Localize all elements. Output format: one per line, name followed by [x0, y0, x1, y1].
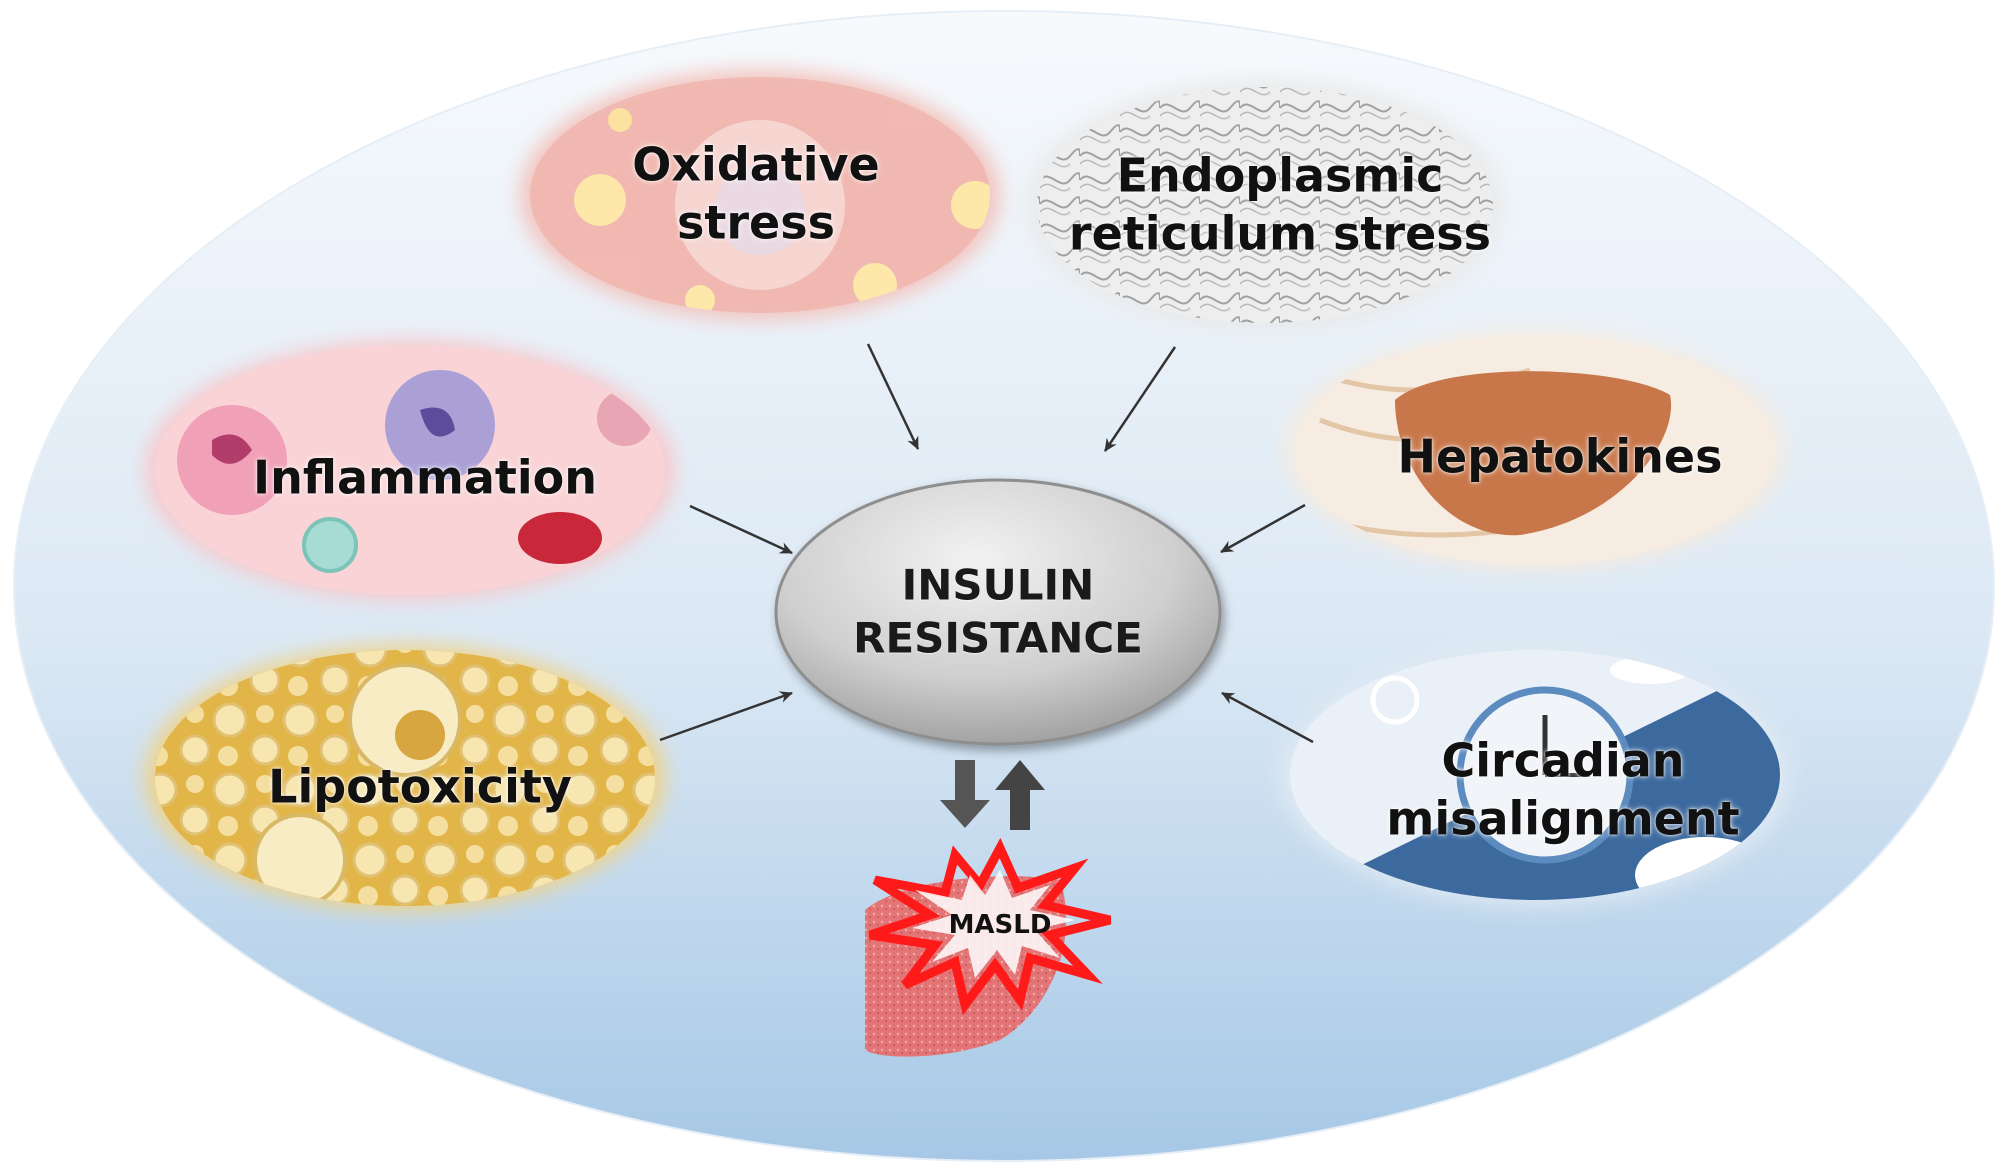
- arrow-oxidative: [866, 343, 920, 450]
- label-inflammation: Inflammation: [253, 449, 597, 507]
- insulin-resistance-line-1: INSULIN: [901, 560, 1095, 610]
- bidirectional-arrows: [940, 760, 1045, 830]
- er-stress-image: [1027, 80, 1503, 330]
- inflammation-image: [145, 340, 675, 600]
- down-arrow: [940, 760, 990, 828]
- lipotoxicity-line-1: Lipotoxicity: [268, 759, 572, 814]
- label-hepatokines: Hepatokines: [1398, 428, 1723, 486]
- insulin-resistance-line-2: RESISTANCE: [853, 613, 1143, 662]
- label-masld: MASLD: [949, 909, 1052, 942]
- masld-text: MASLD: [948, 909, 1052, 940]
- starburst-inner: [912, 870, 1075, 978]
- arrow-er: [1103, 346, 1177, 452]
- label-lipotoxicity: Lipotoxicity: [268, 758, 572, 816]
- circadian-line-2: misalignment: [1386, 791, 1740, 845]
- hepatokines-line-1: Hepatokines: [1397, 429, 1723, 484]
- insulin-resistance-node: [774, 478, 1222, 746]
- arrow-lipotoxicity: [659, 691, 793, 742]
- hepatokines-image: [1285, 330, 1785, 570]
- oxidative-stress-image: [520, 70, 1000, 320]
- arrow-inflammation: [689, 504, 793, 555]
- circadian-image: [1280, 645, 1790, 905]
- label-circadian-misalignment: Circadian misalignment: [1386, 733, 1739, 848]
- masld-graphic: [865, 837, 1112, 1057]
- arrow-hepatokines: [1220, 503, 1306, 554]
- label-oxidative-stress: Oxidative stress: [632, 137, 879, 252]
- er-stress-line-2: reticulum stress: [1068, 206, 1492, 260]
- er-stress-line-1: Endoplasmic: [1116, 148, 1444, 203]
- inflammation-line-1: Inflammation: [252, 450, 598, 505]
- lipotoxicity-image: [145, 645, 665, 911]
- oxidative-stress-line-2: stress: [676, 195, 836, 249]
- arrows: [659, 343, 1314, 744]
- label-insulin-resistance: INSULIN RESISTANCE: [853, 560, 1143, 665]
- circadian-line-1: Circadian: [1441, 733, 1685, 788]
- arrow-circadian: [1221, 691, 1314, 744]
- up-arrow: [995, 760, 1045, 830]
- starburst: [868, 837, 1112, 1016]
- oxidative-stress-line-1: Oxidative: [632, 137, 880, 192]
- label-er-stress: Endoplasmic reticulum stress: [1069, 148, 1491, 263]
